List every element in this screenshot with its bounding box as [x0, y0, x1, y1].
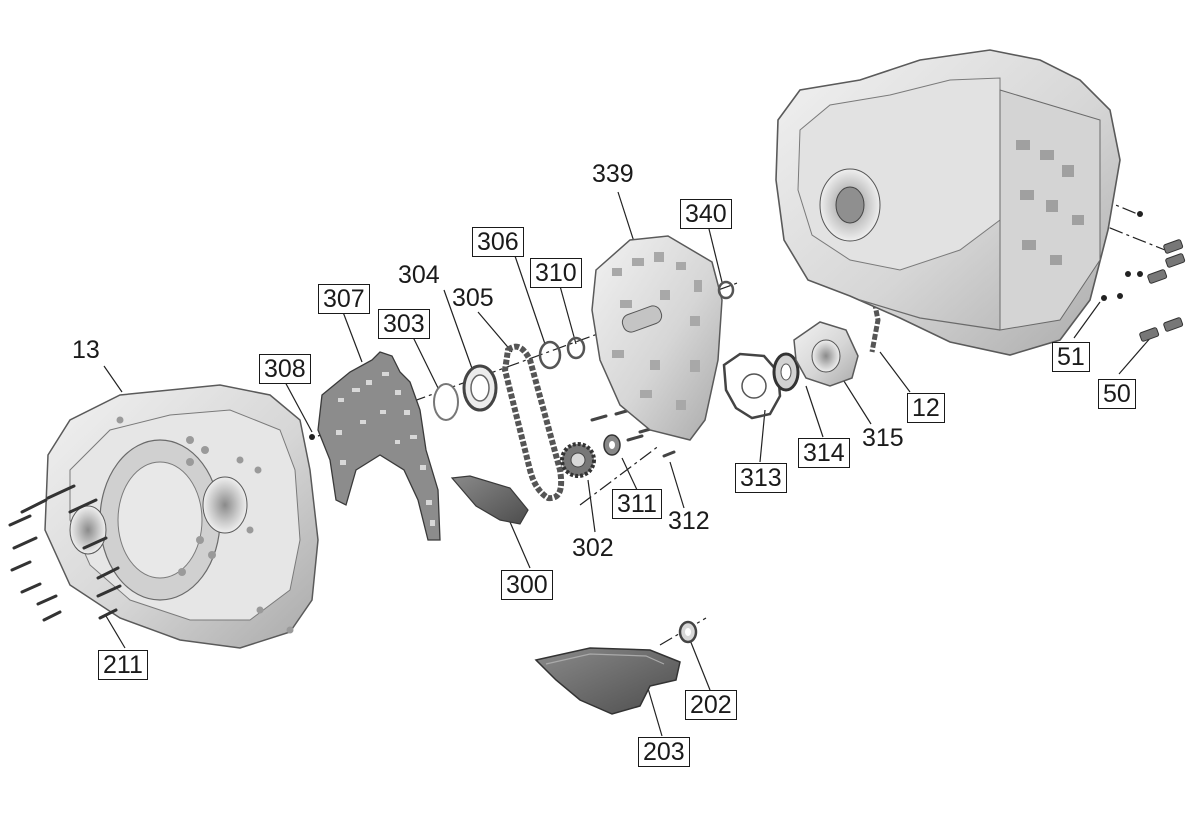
- callout-340[interactable]: 340: [680, 199, 732, 229]
- gasket-308: [317, 351, 441, 541]
- snap-ring-306: [538, 340, 562, 370]
- plugs-50: [1139, 239, 1186, 342]
- callout-311[interactable]: 311: [612, 489, 662, 519]
- callout-315[interactable]: 315: [862, 424, 904, 452]
- transmission-case: [775, 49, 1121, 356]
- chain-cover-300: [450, 475, 529, 525]
- callout-313[interactable]: 313: [735, 463, 787, 493]
- callout-300[interactable]: 300: [501, 570, 553, 600]
- o-ring-310: [566, 336, 586, 360]
- seal-303: [433, 383, 459, 421]
- callout-13[interactable]: 13: [72, 336, 100, 364]
- balls-51: [309, 211, 1143, 440]
- oil-pump-315: [793, 321, 859, 387]
- callout-12[interactable]: 12: [907, 393, 945, 423]
- front-housing-13: [44, 384, 319, 649]
- callout-312[interactable]: 312: [668, 507, 710, 535]
- callout-50[interactable]: 50: [1098, 379, 1136, 409]
- callout-308[interactable]: 308: [259, 354, 311, 384]
- bolts-211: [8, 484, 122, 622]
- washer-311: [603, 434, 621, 456]
- gasket-313: [722, 352, 782, 420]
- callout-302[interactable]: 302: [572, 534, 614, 562]
- callout-202[interactable]: 202: [685, 690, 737, 720]
- callout-203[interactable]: 203: [638, 737, 690, 767]
- seal-202: [678, 620, 698, 644]
- sprocket-302: [560, 442, 596, 478]
- seal-340: [717, 280, 735, 300]
- seal-304: [462, 364, 498, 412]
- callout-314[interactable]: 314: [798, 438, 850, 468]
- valve-body-339: [591, 235, 723, 441]
- plate-314: [772, 352, 800, 392]
- callout-306[interactable]: 306: [472, 227, 524, 257]
- callout-51[interactable]: 51: [1052, 342, 1090, 372]
- callout-304[interactable]: 304: [398, 261, 440, 289]
- bolts-312: [590, 408, 676, 458]
- callout-303[interactable]: 303: [378, 309, 430, 339]
- callout-307[interactable]: 307: [318, 284, 370, 314]
- callout-305[interactable]: 305: [452, 284, 494, 312]
- filter-203: [534, 647, 681, 715]
- callout-310[interactable]: 310: [530, 258, 582, 288]
- callout-339[interactable]: 339: [592, 160, 634, 188]
- callout-211[interactable]: 211: [98, 650, 148, 680]
- chain-305: [501, 343, 565, 502]
